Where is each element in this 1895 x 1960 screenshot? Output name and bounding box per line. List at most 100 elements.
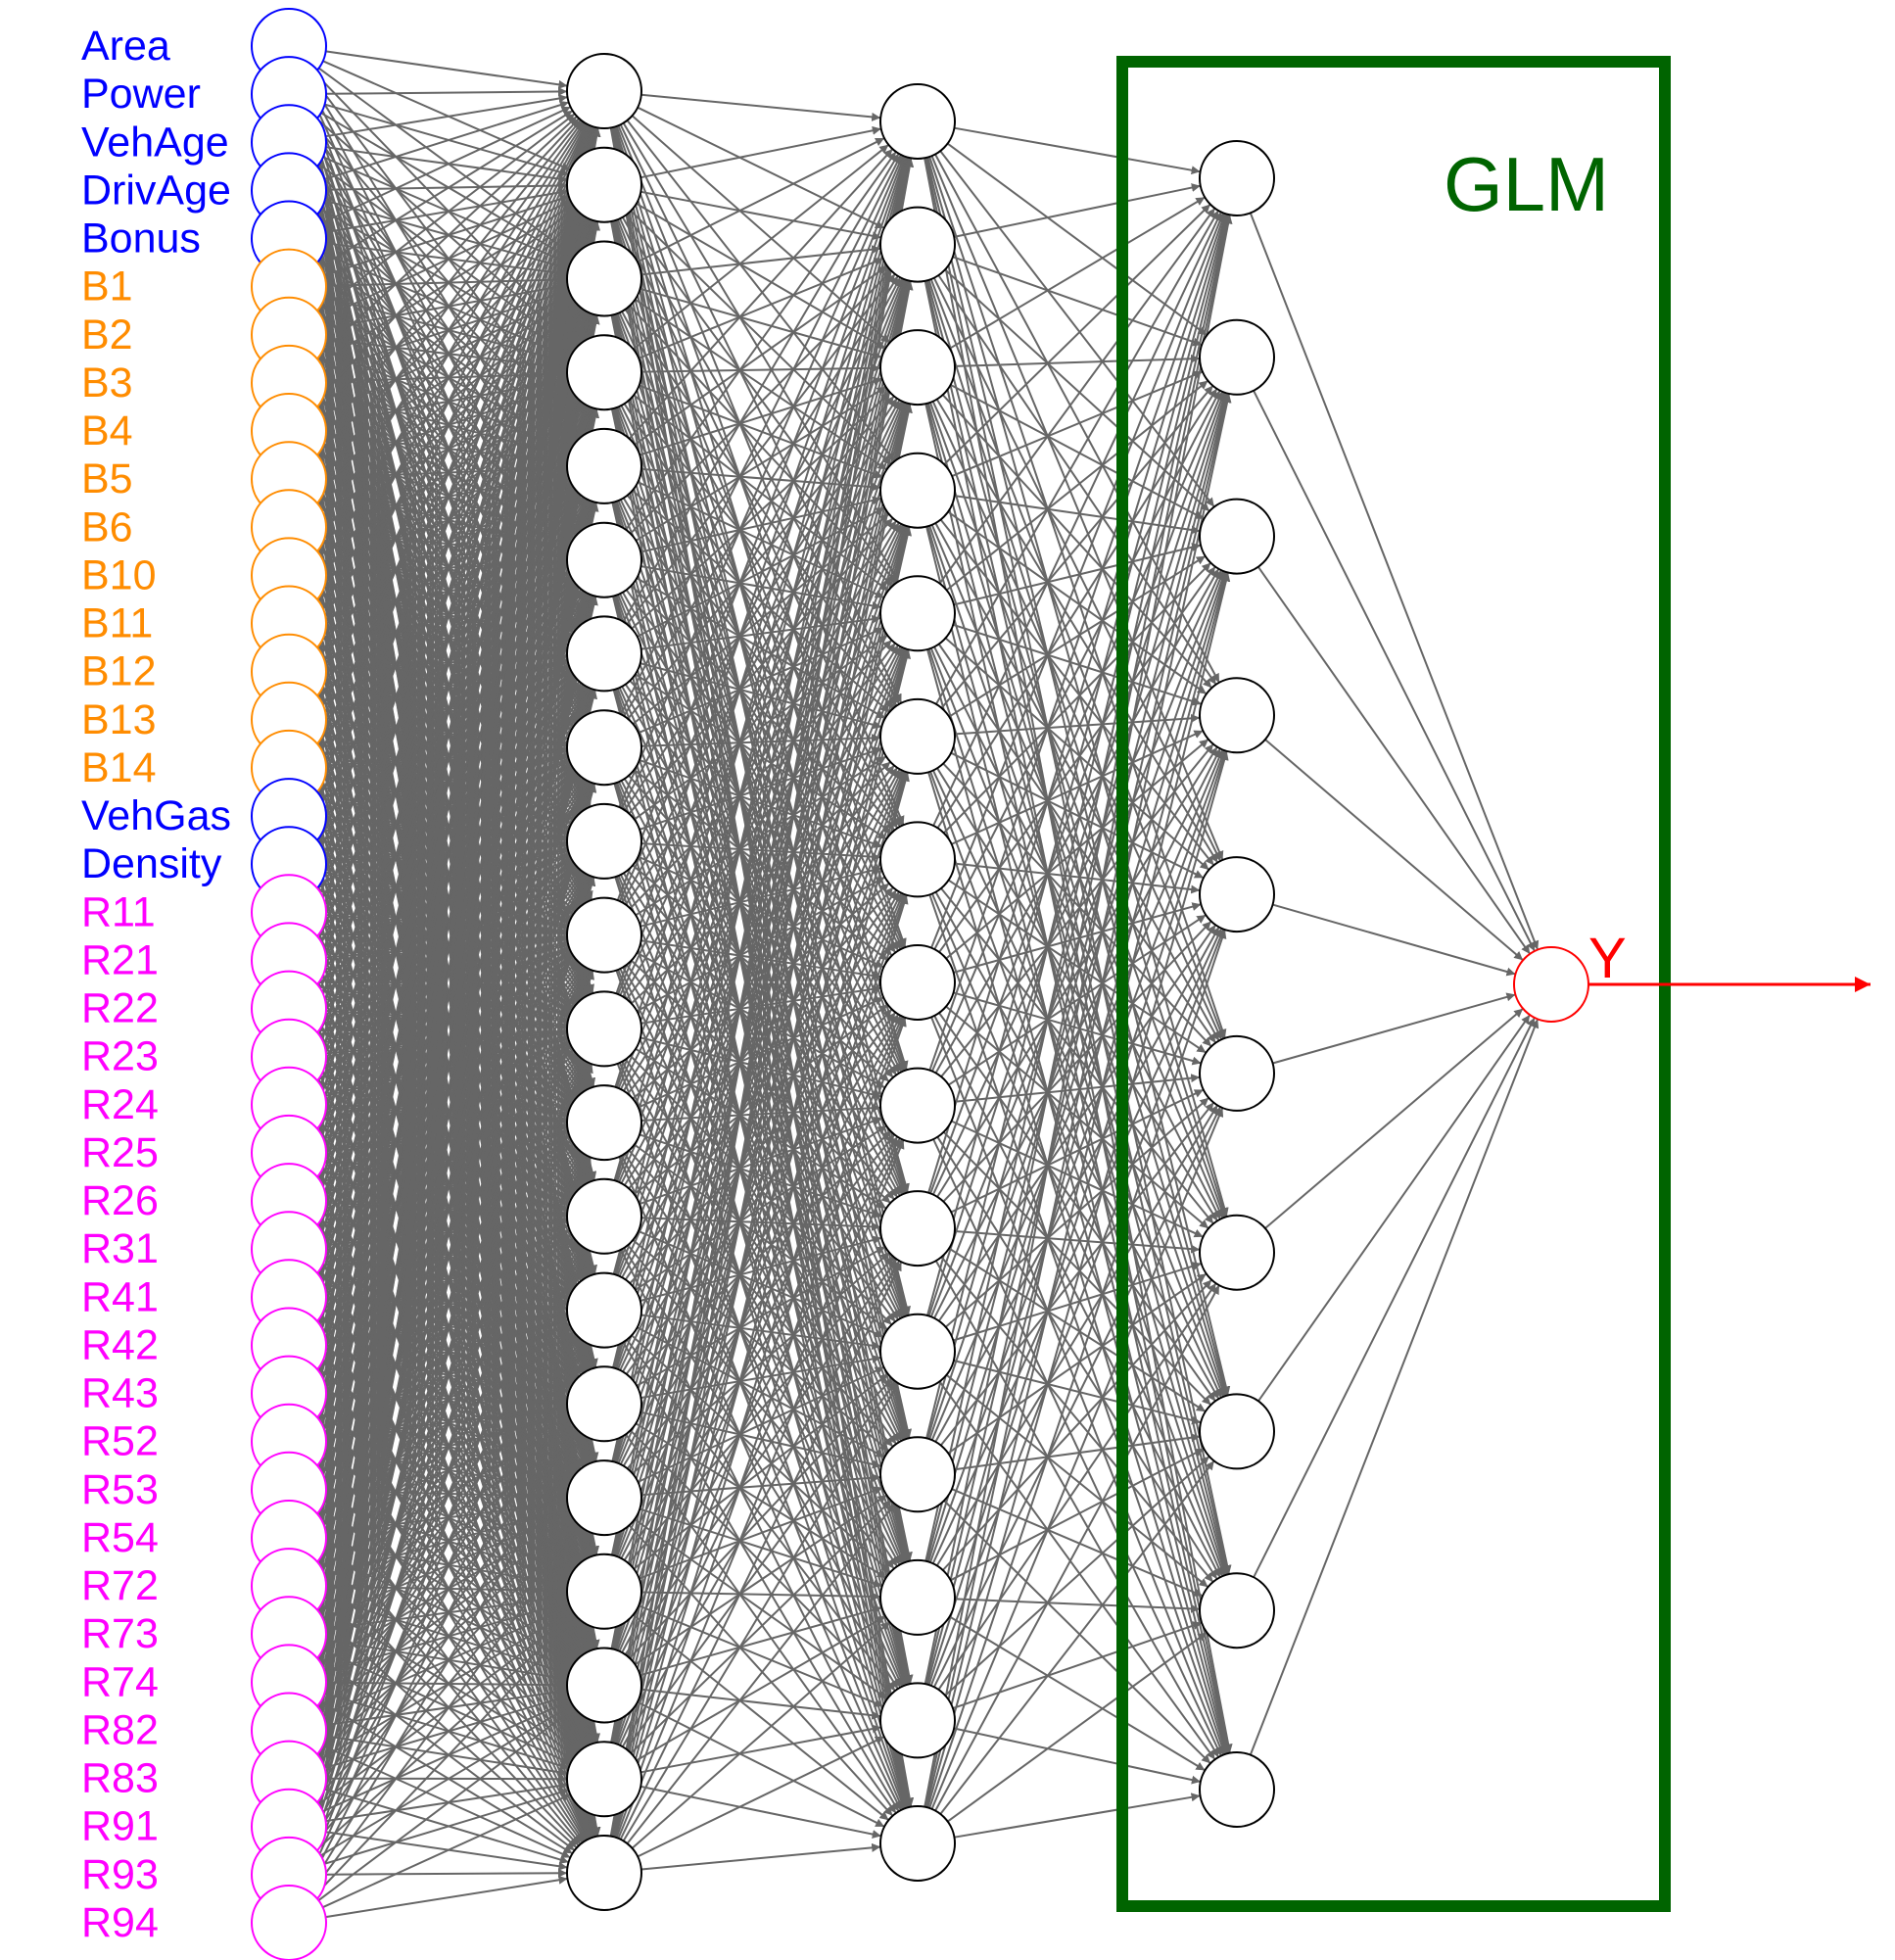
edge-hidden1-hidden2 [618, 1062, 904, 1688]
edge-hidden2-hidden3 [949, 1615, 1206, 1772]
edge-hidden2-hidden3 [938, 208, 1216, 585]
edge-hidden1-hidden2 [636, 203, 886, 350]
edge-hidden1-hidden2 [625, 151, 897, 531]
edge-input-hidden1 [307, 1435, 587, 1892]
input-label-b3: B3 [81, 359, 133, 406]
edge-hidden1-hidden2 [617, 594, 905, 1317]
edge-hidden2-hidden3 [929, 771, 1226, 1576]
edge-hidden1-hidden2 [623, 1135, 899, 1561]
edge-hidden3-output [1264, 739, 1524, 962]
edge-hidden1-hidden2 [629, 680, 893, 957]
edge-input-hidden1 [295, 127, 600, 1695]
edge-hidden1-hidden2 [612, 526, 912, 1744]
edge-hidden1-hidden2 [613, 157, 910, 1181]
edge-hidden1-hidden2 [626, 1503, 896, 1844]
edge-hidden2-hidden3 [953, 1360, 1202, 1425]
edge-hidden2-hidden3 [947, 1631, 1208, 1823]
glm-label: GLM [1444, 141, 1609, 227]
edge-hidden2-hidden3 [928, 156, 1227, 1039]
input-label-power: Power [81, 71, 201, 118]
edge-hidden2-hidden3 [937, 924, 1217, 1322]
edge-hidden2-hidden3 [948, 554, 1207, 718]
input-label-r54: R54 [81, 1514, 159, 1561]
edge-input-hidden1 [297, 783, 597, 1888]
edge-input-hidden1 [296, 126, 599, 1455]
edge-hidden2-hidden3 [954, 1793, 1201, 1839]
input-label-r83: R83 [81, 1755, 159, 1802]
edge-input-hidden1 [296, 596, 598, 1888]
edge-hidden1-hidden2 [611, 157, 912, 1462]
edge-input-hidden1 [298, 877, 596, 1888]
edge-hidden2-hidden3 [948, 1247, 1207, 1412]
edge-input-hidden1 [320, 1703, 573, 1857]
edge-hidden1-hidden2 [611, 280, 912, 1556]
hidden3-node [1199, 856, 1275, 933]
hidden1-node [566, 1177, 642, 1255]
edge-hidden2-hidden3 [927, 214, 1228, 1194]
edge-hidden2-hidden3 [952, 623, 1203, 706]
edge-hidden2-hidden3 [930, 893, 1224, 1577]
edge-hidden1-hidden2 [639, 1133, 883, 1219]
edge-hidden2-hidden3 [927, 571, 1228, 1562]
edge-input-hidden1 [302, 124, 592, 831]
hidden2-node [879, 1436, 956, 1513]
edge-hidden2-hidden3 [929, 392, 1226, 1194]
edge-hidden1-hidden2 [640, 1724, 881, 1774]
edge-hidden2-hidden3 [949, 196, 1206, 350]
hidden2-node [879, 1067, 956, 1144]
input-feature-labels: AreaPowerVehAgeDrivAgeBonusB1B2B3B4B5B6B… [81, 23, 231, 1946]
edge-hidden1-hidden2 [612, 157, 911, 1275]
edge-hidden1-hidden2 [611, 403, 912, 1649]
edge-hidden3-output [1257, 1014, 1531, 1402]
edge-hidden1-hidden2 [610, 280, 914, 1744]
input-label-r94: R94 [81, 1899, 159, 1946]
hidden1-node [566, 802, 642, 880]
edge-hidden3-output [1272, 992, 1516, 1065]
edge-hidden2-hidden3 [937, 643, 1217, 1044]
hidden1-node [566, 1647, 642, 1724]
edge-hidden1-hidden2 [637, 481, 885, 599]
input-label-b2: B2 [81, 311, 133, 359]
edge-hidden2-hidden3 [951, 730, 1204, 845]
input-label-r43: R43 [81, 1370, 159, 1417]
edge-hidden1-hidden2 [613, 771, 909, 1745]
edge-hidden3-output [1253, 1017, 1536, 1578]
edge-hidden2-hidden3 [942, 762, 1212, 1047]
edge-input-hidden1 [325, 86, 568, 96]
input-label-area: Area [81, 23, 170, 70]
edge-hidden3-output [1249, 1019, 1540, 1755]
edge-hidden1-hidden2 [613, 526, 910, 1556]
edge-hidden1-hidden2 [611, 407, 912, 1685]
edge-hidden1-hidden2 [612, 648, 911, 1838]
hidden1-node [566, 1741, 642, 1818]
edge-hidden1-hidden2 [618, 155, 904, 808]
input-label-b4: B4 [81, 407, 133, 454]
edge-hidden3-output [1264, 1007, 1524, 1229]
hidden3-node [1199, 1393, 1275, 1470]
edge-hidden2-hidden3 [953, 1262, 1202, 1342]
edge-hidden2-hidden3 [928, 402, 1226, 1219]
edge-hidden1-hidden2 [637, 1365, 885, 1483]
edge-hidden1-hidden2 [624, 309, 898, 707]
edge-hidden1-hidden2 [612, 280, 911, 1368]
edge-hidden1-hidden2 [615, 402, 908, 1275]
edge-hidden2-hidden3 [953, 991, 1202, 1066]
input-label-r53: R53 [81, 1466, 159, 1513]
edge-hidden2-hidden3 [929, 570, 1225, 1317]
input-label-r41: R41 [81, 1273, 159, 1320]
edge-hidden2-hidden3 [925, 572, 1231, 1808]
edge-hidden2-hidden3 [950, 1448, 1205, 1582]
edge-input-hidden1 [296, 126, 598, 1358]
edge-hidden2-hidden3 [933, 390, 1221, 950]
edge-hidden2-hidden3 [936, 1136, 1218, 1580]
edge-hidden1-hidden2 [640, 287, 882, 359]
edge-input-hidden1 [294, 127, 601, 1887]
edge-input-hidden1 [299, 125, 594, 1022]
hidden1-node [566, 53, 642, 129]
edge-hidden3-output [1256, 566, 1532, 955]
edge-input-hidden1 [295, 220, 600, 1839]
edge-hidden1-hidden2 [618, 277, 904, 902]
edge-hidden2-hidden3 [933, 1015, 1221, 1578]
edge-input-hidden1 [325, 50, 568, 89]
edge-hidden1-hidden2 [613, 648, 910, 1650]
